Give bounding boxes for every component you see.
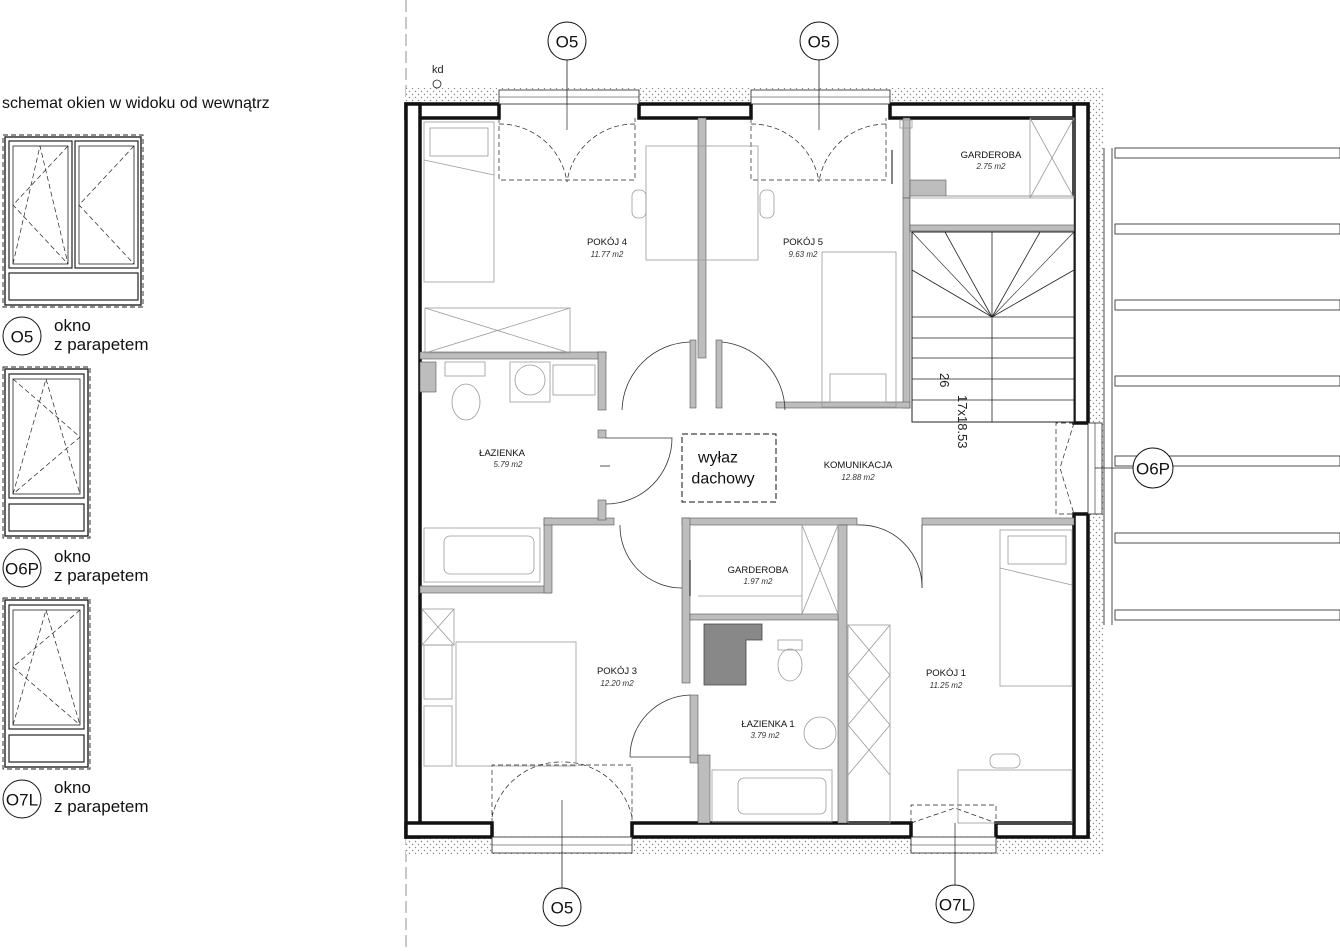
- pergola: [1103, 147, 1340, 625]
- roof-hatch: wyłaz dachowy: [681, 433, 777, 503]
- svg-text:okno: okno: [54, 547, 91, 566]
- legend-window-o7l: [2, 597, 91, 770]
- room-komunikacja-name: KOMUNIKACJA: [824, 460, 893, 471]
- staircase: 17x18.53 26: [911, 231, 1075, 449]
- svg-text:O6P: O6P: [5, 560, 39, 579]
- svg-text:O5: O5: [556, 33, 579, 52]
- svg-text:z parapetem: z parapetem: [54, 566, 149, 585]
- room-pokoj5-area: 9.63 m2: [789, 250, 818, 259]
- room-garderoba-top-name: GARDEROBA: [961, 150, 1022, 161]
- partitions: [419, 117, 1075, 824]
- doors: [491, 104, 1075, 851]
- svg-text:O5: O5: [11, 328, 34, 347]
- furniture: [421, 117, 1075, 824]
- room-lazienka-area: 5.79 m2: [494, 460, 523, 469]
- room-labels: POKÓJ 4 11.77 m2 POKÓJ 5 9.63 m2 GARDERO…: [479, 150, 1022, 740]
- room-pokoj4-name: POKÓJ 4: [587, 237, 627, 248]
- room-lazienka1-area: 3.79 m2: [751, 731, 780, 740]
- room-pokoj4-area: 11.77 m2: [591, 250, 624, 259]
- svg-text:z parapetem: z parapetem: [54, 335, 149, 354]
- legend-tag-o5: [2, 316, 42, 356]
- legend-tag-o7l: [2, 779, 42, 819]
- room-pokoj3-area: 12.20 m2: [600, 679, 634, 688]
- legend-window-o5: [2, 134, 144, 308]
- chimney-marker: kd: [432, 64, 444, 89]
- room-lazienka-name: ŁAZIENKA: [479, 448, 526, 459]
- room-garderoba-mid-name: GARDEROBA: [728, 565, 789, 576]
- room-garderoba-top-area: 2.75 m2: [976, 162, 1006, 171]
- room-pokoj3-name: POKÓJ 3: [597, 666, 637, 677]
- svg-text:okno: okno: [54, 778, 91, 797]
- chimney-label: kd: [432, 64, 444, 76]
- room-komunikacja-area: 12.88 m2: [841, 473, 875, 482]
- outer-walls: [404, 102, 1090, 839]
- room-lazienka1-name: ŁAZIENKA 1: [741, 719, 794, 730]
- legend-title: schemat okien w widoku od wewnątrz: [2, 95, 270, 112]
- window-tag-top-right: [799, 21, 839, 61]
- window-legend: schemat okien w widoku od wewnątrz O5 ok…: [2, 95, 270, 819]
- svg-text:O7L: O7L: [939, 896, 971, 915]
- roof-hatch-line1: wyłaz: [697, 450, 738, 467]
- room-pokoj1-area: 11.25 m2: [930, 681, 963, 690]
- room-garderoba-mid-area: 1.97 m2: [744, 577, 773, 586]
- roof-hatch-line2: dachowy: [691, 471, 754, 488]
- room-pokoj1-name: POKÓJ 1: [926, 668, 966, 679]
- stairs-dimension: 17x18.53: [955, 395, 970, 449]
- svg-text:z parapetem: z parapetem: [54, 797, 149, 816]
- svg-text:O6P: O6P: [1136, 460, 1170, 479]
- svg-text:O5: O5: [551, 899, 574, 918]
- window-tag-right: [1132, 447, 1174, 489]
- svg-text:O5: O5: [808, 33, 831, 52]
- stairs-count: 26: [937, 373, 952, 387]
- svg-text:O7L: O7L: [6, 791, 38, 810]
- svg-text:okno: okno: [54, 316, 91, 335]
- room-pokoj5-name: POKÓJ 5: [783, 237, 823, 248]
- legend-window-o6p: [2, 366, 91, 539]
- window-tag-top-left: [547, 21, 587, 61]
- window-openings: [491, 89, 1103, 854]
- legend-tag-o6p: [2, 548, 42, 588]
- window-tags: O5 O5 O6P O5 O7L: [542, 21, 1174, 927]
